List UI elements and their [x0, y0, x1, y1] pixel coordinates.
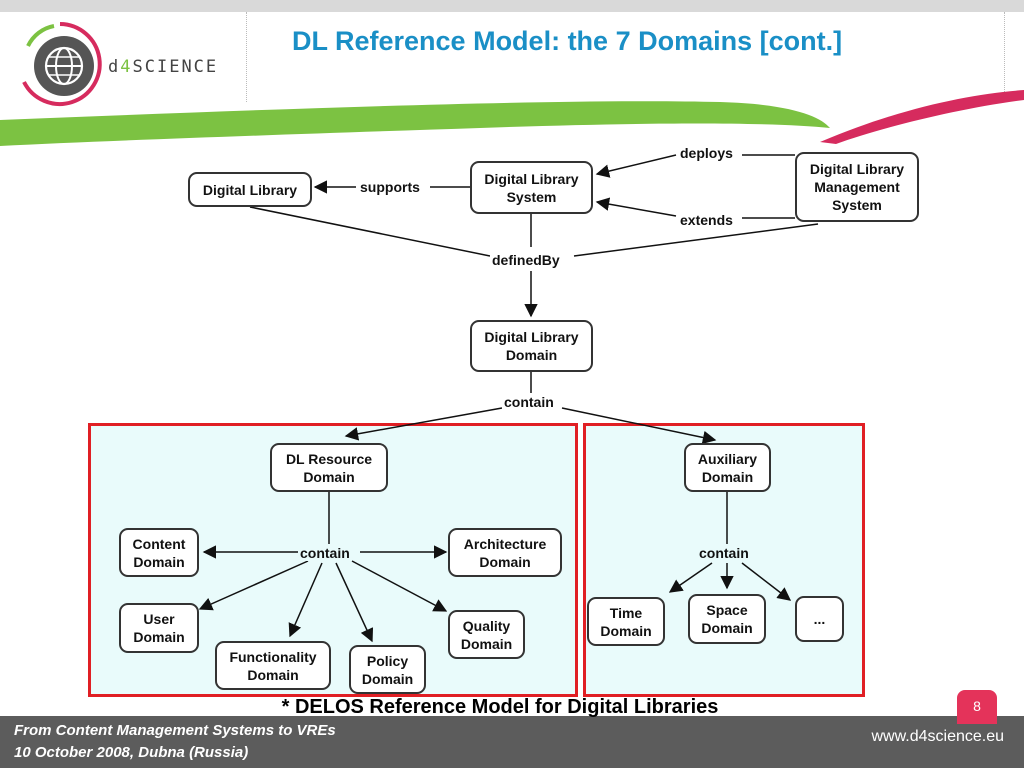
- header-swoosh: [0, 90, 1024, 146]
- node-architecture-domain: Architecture Domain: [448, 528, 562, 577]
- node-dl-system: Digital Library System: [470, 161, 593, 214]
- footer-event-date: 10 October 2008, Dubna (Russia): [14, 744, 249, 761]
- diagram-caption: * DELOS Reference Model for Digital Libr…: [281, 696, 719, 718]
- node-auxiliary-domain: Auxiliary Domain: [684, 443, 771, 492]
- brand-wordmark: d4science: [108, 57, 219, 77]
- node-content-domain: Content Domain: [119, 528, 199, 577]
- edge-label-deploys: deploys: [678, 145, 735, 161]
- node-space-domain: Space Domain: [688, 594, 766, 644]
- footer-event-title: From Content Management Systems to VREs: [14, 722, 336, 739]
- edge-contain-left-quality: [351, 560, 448, 612]
- node-time-domain: Time Domain: [587, 597, 665, 646]
- edge-definedby-from-dl: [249, 206, 491, 257]
- node-dl-management-system: Digital Library Management System: [795, 152, 919, 222]
- header-divider: [246, 12, 247, 102]
- edge-label-definedby: definedBy: [490, 252, 562, 268]
- page-title: DL Reference Model: the 7 Domains [cont.…: [292, 26, 843, 56]
- edge-label-supports: supports: [358, 179, 422, 195]
- edge-contain-right-time: [668, 562, 713, 593]
- page-number-badge: 8: [957, 690, 997, 724]
- edge-label-contain-right: contain: [697, 545, 751, 561]
- header-divider: [1004, 12, 1005, 102]
- edge-contain-top-left: [344, 407, 503, 441]
- edge-contain-left-functionality: [288, 562, 323, 638]
- node-policy-domain: Policy Domain: [349, 645, 426, 694]
- edge-label-contain-left: contain: [298, 545, 352, 561]
- footer-website-link[interactable]: www.d4science.eu: [871, 728, 1004, 745]
- node-quality-domain: Quality Domain: [448, 610, 525, 659]
- edge-contain-left-policy: [335, 562, 374, 643]
- node-functionality-domain: Functionality Domain: [215, 641, 331, 690]
- edge-contain-right-more: [741, 562, 792, 601]
- edge-label-extends: extends: [678, 212, 735, 228]
- node-digital-library: Digital Library: [188, 172, 312, 207]
- edge-deploys-target: [595, 154, 677, 178]
- top-bar: [0, 0, 1024, 12]
- footer-bar: From Content Management Systems to VREs …: [0, 716, 1024, 768]
- edge-definedby-from-dlms: [573, 223, 819, 257]
- node-user-domain: User Domain: [119, 603, 199, 653]
- edge-contain-left-user: [198, 560, 309, 611]
- globe-logo-icon: [22, 22, 102, 106]
- node-dl-domain: Digital Library Domain: [470, 320, 593, 372]
- node-more: ...: [795, 596, 844, 642]
- edge-contain-top-right: [561, 407, 717, 445]
- edge-extends-target: [595, 197, 677, 217]
- node-dl-resource-domain: DL Resource Domain: [270, 443, 388, 492]
- edge-label-contain-top: contain: [502, 394, 556, 410]
